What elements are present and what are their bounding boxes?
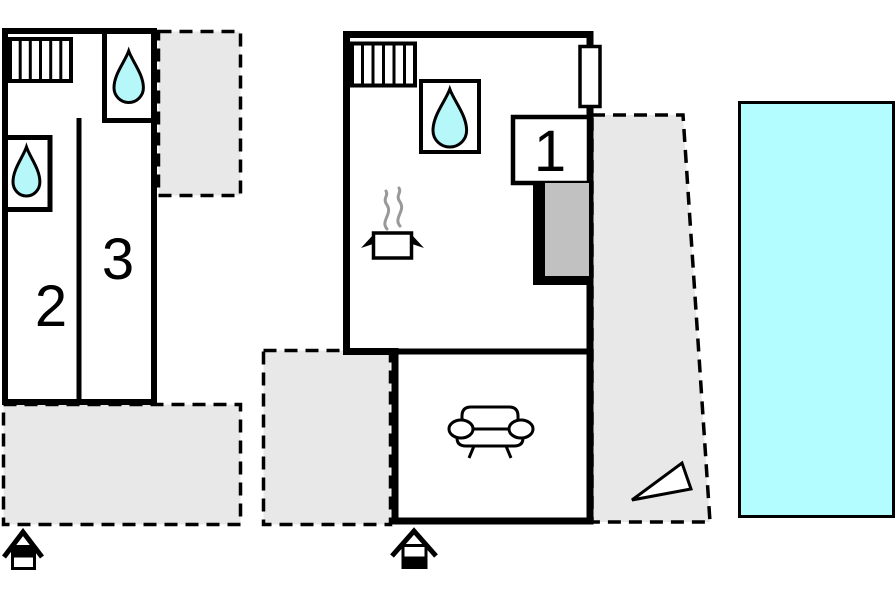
room-label-1: 1 [533,119,567,184]
room-label-3: 3 [101,227,135,292]
building-main [343,31,602,525]
stairs-icon [350,41,417,88]
building-left [2,28,157,405]
terrace-left-of-living-room [261,348,393,527]
entrance-house-lower-icon [390,527,438,569]
room-1-box [510,114,592,186]
stove-icon [361,186,424,260]
terrace-right-of-main-building [590,113,712,524]
door-icon [578,44,602,109]
terrace-below-left-building [1,402,243,527]
swimming-pool [738,101,895,518]
entrance-house-upper-icon [2,527,44,570]
terrace-upper-left-building [156,29,243,198]
water-drop-icon [13,147,40,196]
closet-shaft [533,183,594,285]
bathroom-box [419,79,481,154]
stairs-icon [8,37,73,83]
sofa-icon [447,405,535,459]
view-direction-triangle-icon [631,460,693,502]
water-drop-icon [114,51,143,102]
water-drop-icon [433,89,467,147]
room-label-2: 2 [34,274,68,339]
